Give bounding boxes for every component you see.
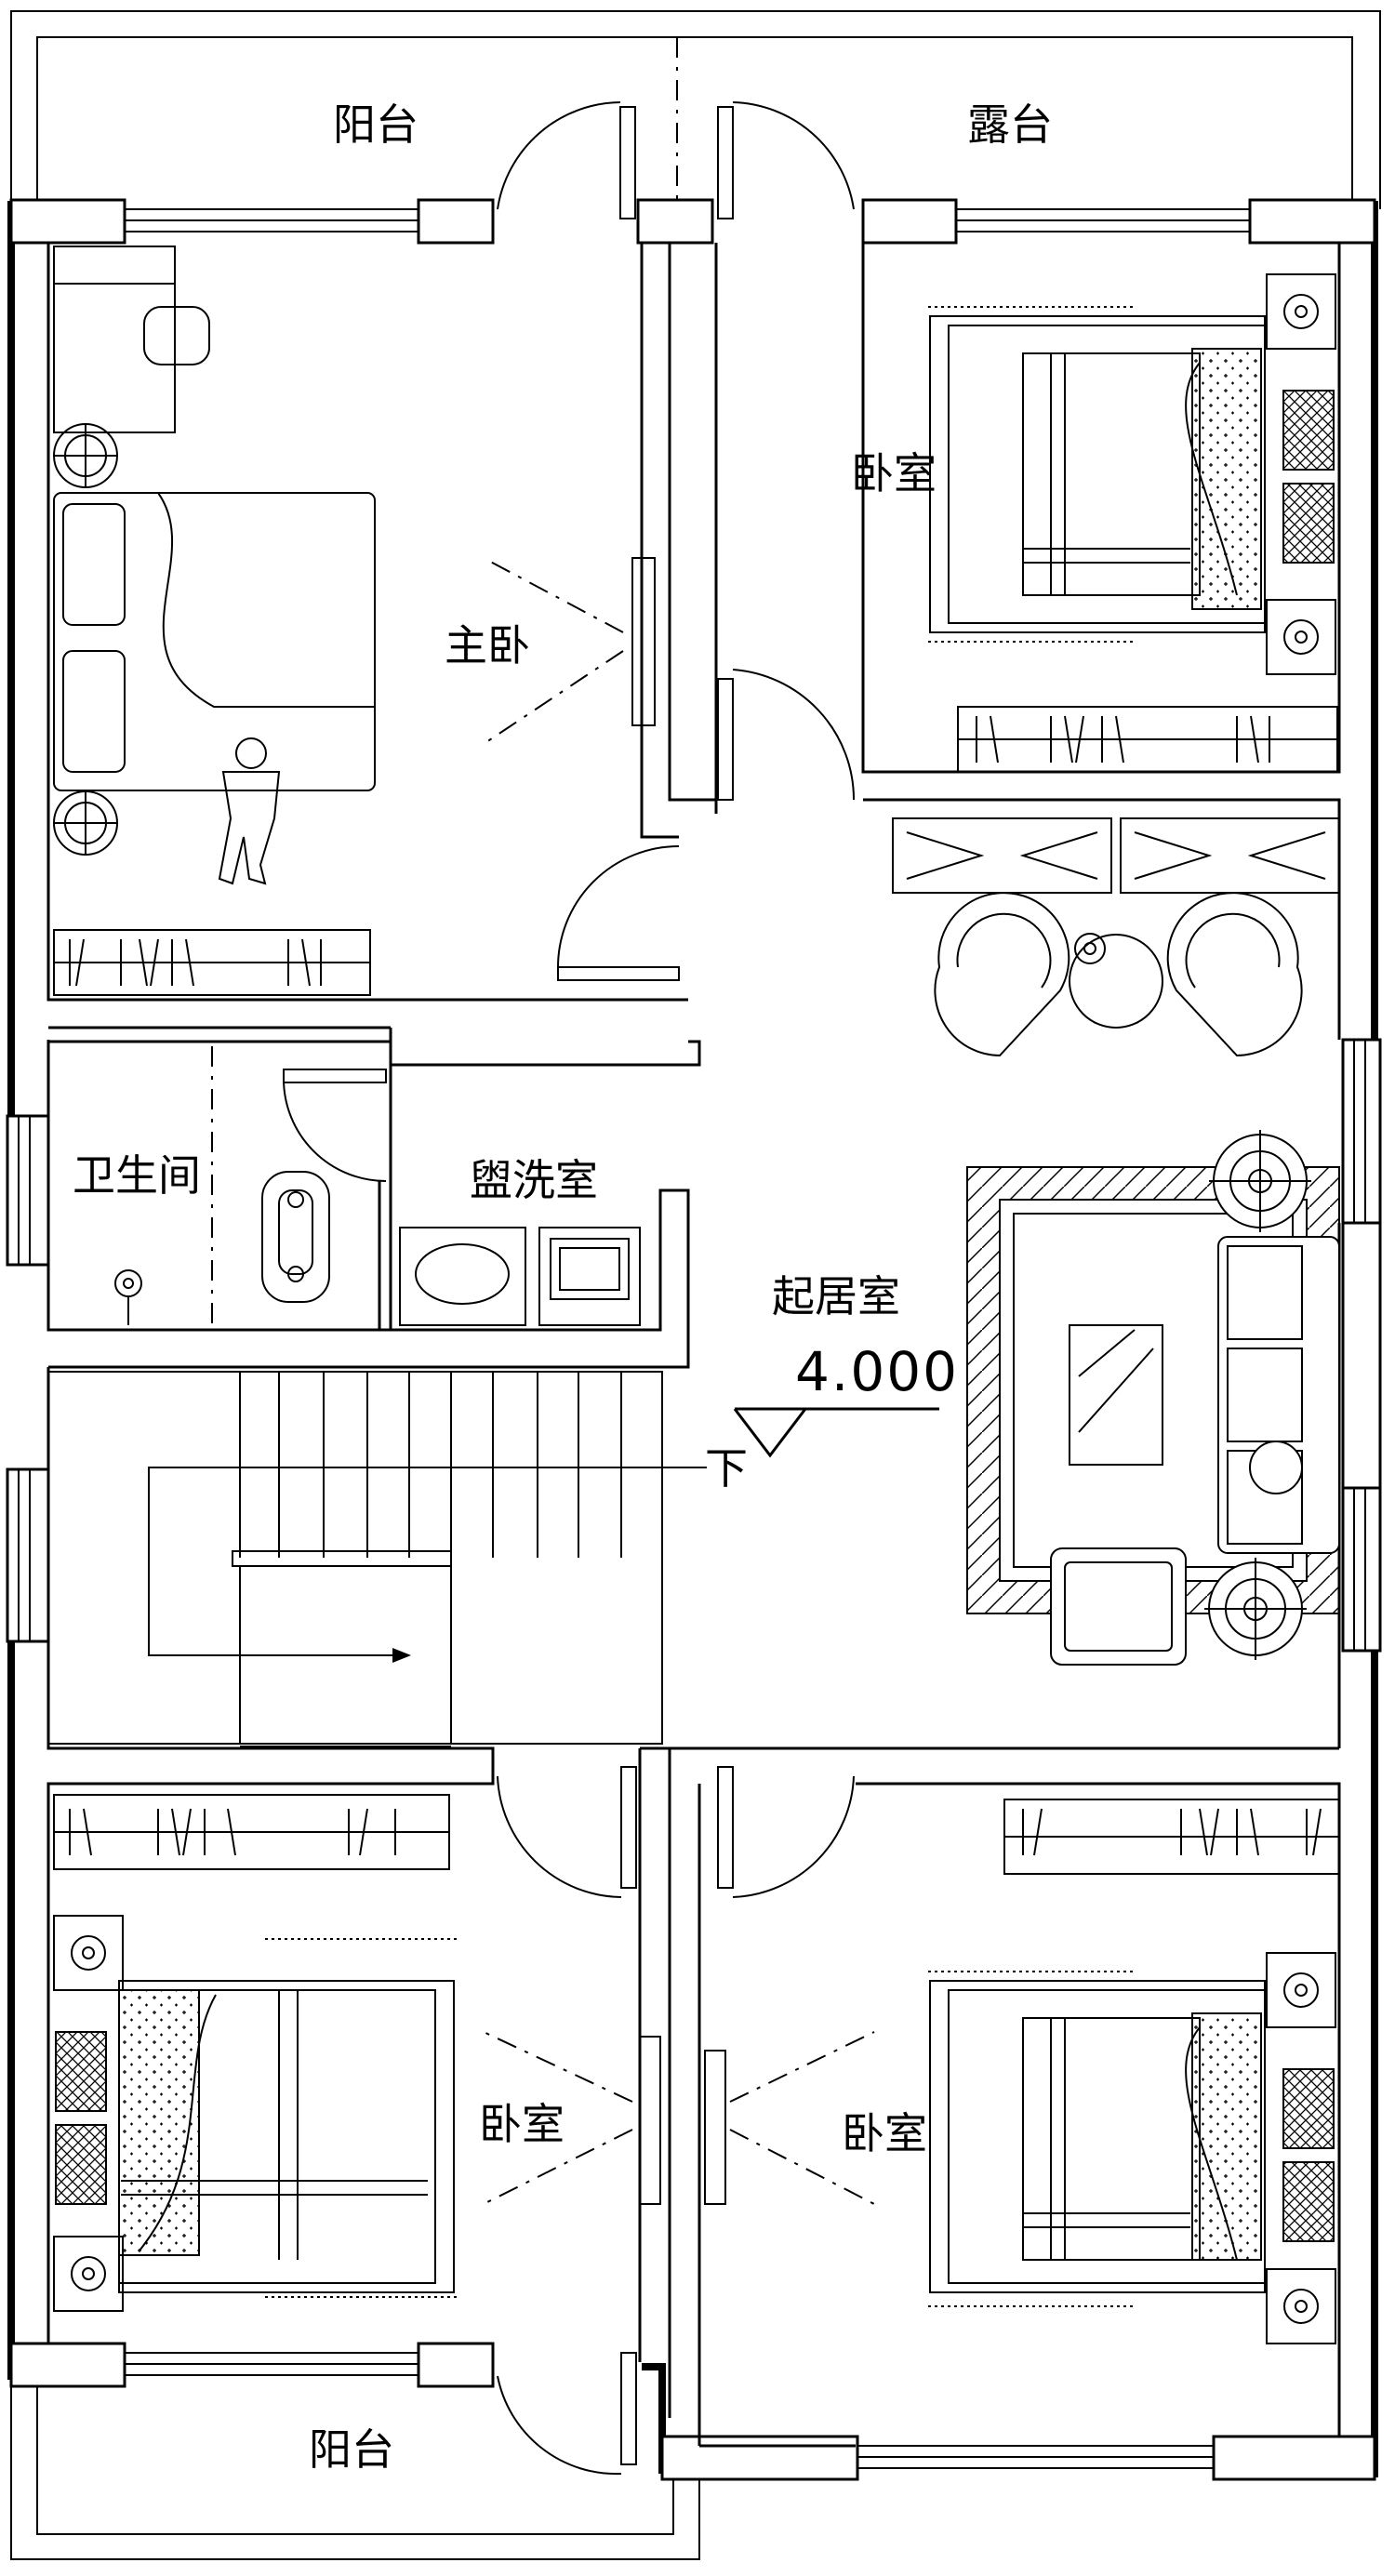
ne-bedroom-furniture <box>928 273 1338 773</box>
room-label-balcony-bottom: 阳台 <box>309 2424 394 2475</box>
room-label-bathroom: 卫生间 <box>73 1150 201 1201</box>
tv-panels <box>483 557 875 2205</box>
top-windows <box>9 198 1376 245</box>
room-label-living-room: 起居室 <box>772 1271 900 1321</box>
living-room-furniture <box>966 1130 1340 1666</box>
room-label-bedroom-ne: 卧室 <box>851 448 937 498</box>
lounge-chairs <box>934 892 1303 1057</box>
side-windows <box>6 1038 1382 1653</box>
sw-bedroom-furniture <box>53 1794 460 2312</box>
bottom-windows <box>9 2342 1376 2481</box>
room-label-bedroom-se: 卧室 <box>842 2108 927 2158</box>
se-bedroom-furniture <box>928 1799 1340 2344</box>
bathroom-fixtures <box>114 1046 330 1325</box>
stair-direction-label: 下 <box>705 1443 748 1494</box>
bottom-balcony-outline <box>10 2353 700 2560</box>
washroom-fixtures <box>399 1227 641 1326</box>
elevation-marker <box>733 1407 939 1458</box>
room-label-terrace: 露台 <box>967 100 1053 150</box>
doors <box>283 101 856 2476</box>
elevation-value: 4.000 <box>795 1340 959 1403</box>
master-bedroom-furniture <box>53 246 376 996</box>
room-label-master-bedroom: 主卧 <box>445 620 530 671</box>
top-balcony-outline <box>10 10 1381 209</box>
room-label-washroom: 盥洗室 <box>470 1155 598 1205</box>
staircase <box>47 1371 707 1747</box>
room-label-bedroom-sw: 卧室 <box>479 2099 565 2149</box>
storage-cabinets <box>892 817 1340 894</box>
room-label-balcony-top: 阳台 <box>333 100 418 150</box>
